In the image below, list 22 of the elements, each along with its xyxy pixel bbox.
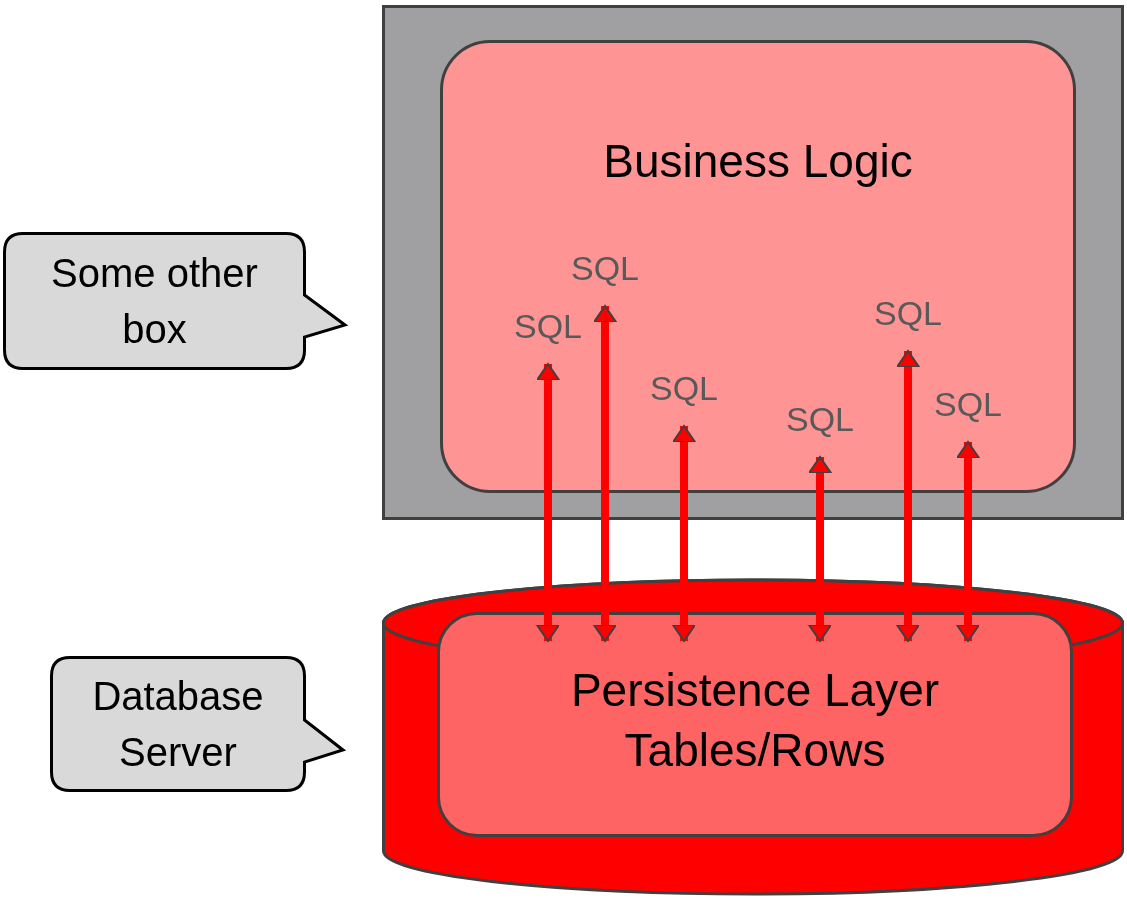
speech-callout [50, 656, 345, 792]
server-box [382, 5, 1124, 520]
edge-label: SQL [570, 248, 640, 288]
edge-label: SQL [785, 399, 855, 439]
double-arrow [672, 425, 696, 642]
double-arrow [896, 350, 920, 642]
layer-box [440, 40, 1076, 493]
edge-label: SQL [873, 293, 943, 333]
layer-box [437, 612, 1073, 837]
edge-label: SQL [649, 368, 719, 408]
layer-title: Tables/Rows [624, 723, 886, 778]
edge-label: SQL [933, 384, 1003, 424]
double-arrow [956, 441, 980, 642]
double-arrow [808, 456, 832, 642]
double-arrow [593, 305, 617, 642]
double-arrow [536, 363, 560, 642]
layer-title: Persistence Layer [570, 663, 940, 718]
layer-title: Business Logic [603, 134, 913, 189]
edge-label: SQL [513, 306, 583, 346]
callout-text: Database Server [91, 673, 265, 776]
speech-callout [3, 232, 347, 370]
callout-text: Some other box [50, 250, 259, 353]
